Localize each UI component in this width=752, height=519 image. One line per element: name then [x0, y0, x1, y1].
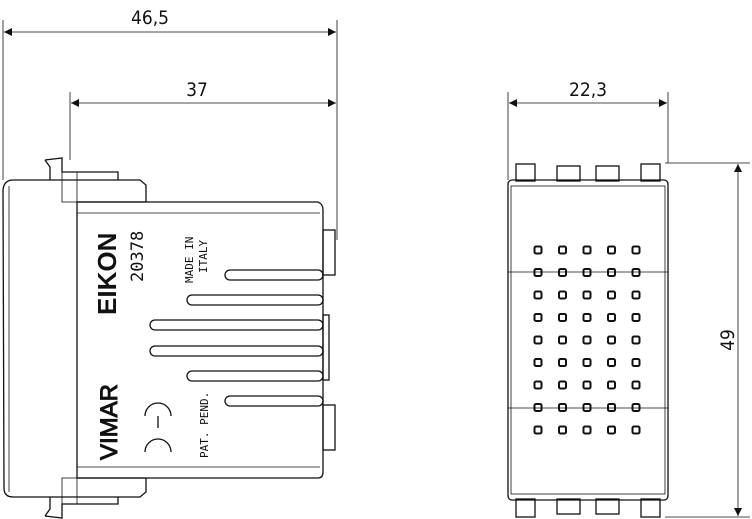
grille-hole	[558, 290, 567, 300]
grille-hole	[533, 313, 543, 322]
grille-hole	[533, 335, 543, 345]
grille-hole	[582, 335, 592, 345]
grille-hole	[607, 335, 616, 345]
grille-hole	[631, 380, 641, 390]
grille-hole	[558, 425, 567, 435]
grille-hole	[582, 245, 592, 255]
grille-hole	[558, 335, 567, 345]
grille-hole	[631, 403, 641, 412]
grille-hole	[607, 268, 616, 277]
grille-hole	[607, 245, 616, 255]
front-view	[507, 163, 669, 518]
grille-hole	[582, 313, 592, 322]
ce-mark-icon	[144, 402, 172, 453]
grille-hole	[607, 425, 616, 435]
grille-hole	[582, 290, 592, 300]
grille-hole	[533, 290, 543, 300]
grille-hole	[631, 425, 641, 435]
dimension-label: 22,3	[569, 79, 607, 101]
grille-hole	[533, 358, 543, 367]
grille-hole	[582, 425, 592, 435]
brand-series-mark: EIKON	[92, 233, 122, 315]
grille-hole	[582, 358, 592, 367]
grille-hole	[631, 245, 641, 255]
grille-hole	[533, 425, 543, 435]
dimension-height: 49	[665, 162, 750, 518]
manufacturer-logo: VIMAR	[96, 384, 123, 460]
dimension-width: 22,3	[507, 79, 669, 180]
patent-pending: PAT. PEND.	[198, 392, 211, 458]
grille-hole	[631, 313, 641, 322]
grille-hole	[533, 245, 543, 255]
grille-hole	[582, 403, 592, 412]
dimension-label: 46,5	[131, 7, 169, 29]
article-code: 20378	[128, 231, 148, 282]
speaker-grille	[533, 245, 641, 435]
grille-hole	[607, 313, 616, 322]
grille-hole	[533, 268, 543, 277]
grille-hole	[558, 245, 567, 255]
grille-hole	[533, 380, 543, 390]
grille-hole	[533, 403, 543, 412]
grille-hole	[607, 358, 616, 367]
dimension-label: 37	[186, 79, 208, 101]
dimension-overall-depth: 46,5	[2, 7, 338, 240]
grille-hole	[607, 403, 616, 412]
dimension-label: 49	[717, 329, 739, 351]
origin-line2: ITALY	[197, 240, 210, 273]
grille-hole	[558, 358, 567, 367]
grille-hole	[607, 380, 616, 390]
grille-hole	[582, 380, 592, 390]
grille-hole	[558, 313, 567, 322]
dimension-body-depth: 37	[69, 79, 336, 160]
grille-hole	[607, 290, 616, 300]
origin-line1: MADE IN	[183, 237, 196, 283]
grille-hole	[558, 380, 567, 390]
grille-hole	[631, 290, 641, 300]
grille-hole	[631, 335, 641, 345]
grille-hole	[582, 268, 592, 277]
grille-hole	[631, 268, 641, 277]
grille-hole	[631, 358, 641, 367]
grille-hole	[558, 268, 567, 277]
grille-hole	[558, 403, 567, 412]
side-view: EIKON 20378 MADE IN ITALY VIMAR PAT. PEN…	[2, 157, 336, 519]
